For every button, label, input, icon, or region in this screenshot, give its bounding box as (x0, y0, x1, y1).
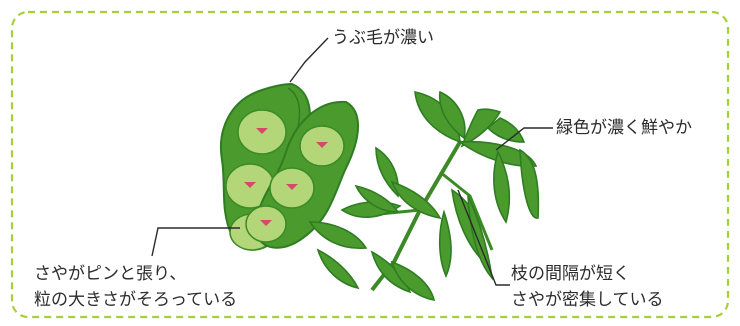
label-pods-line1: さやがピンと張り、 (34, 262, 186, 286)
leader-fuzz (290, 38, 328, 82)
label-pods-line2: 粒の大きさがそろっている (34, 288, 237, 312)
label-color: 緑色が濃く鮮やか (556, 116, 692, 140)
leader-pods (152, 228, 240, 256)
label-branch-line1: 枝の間隔が短く (511, 262, 630, 286)
label-fuzz: うぶ毛が濃い (332, 26, 434, 50)
label-branch-line2: さやが密集している (511, 288, 664, 312)
